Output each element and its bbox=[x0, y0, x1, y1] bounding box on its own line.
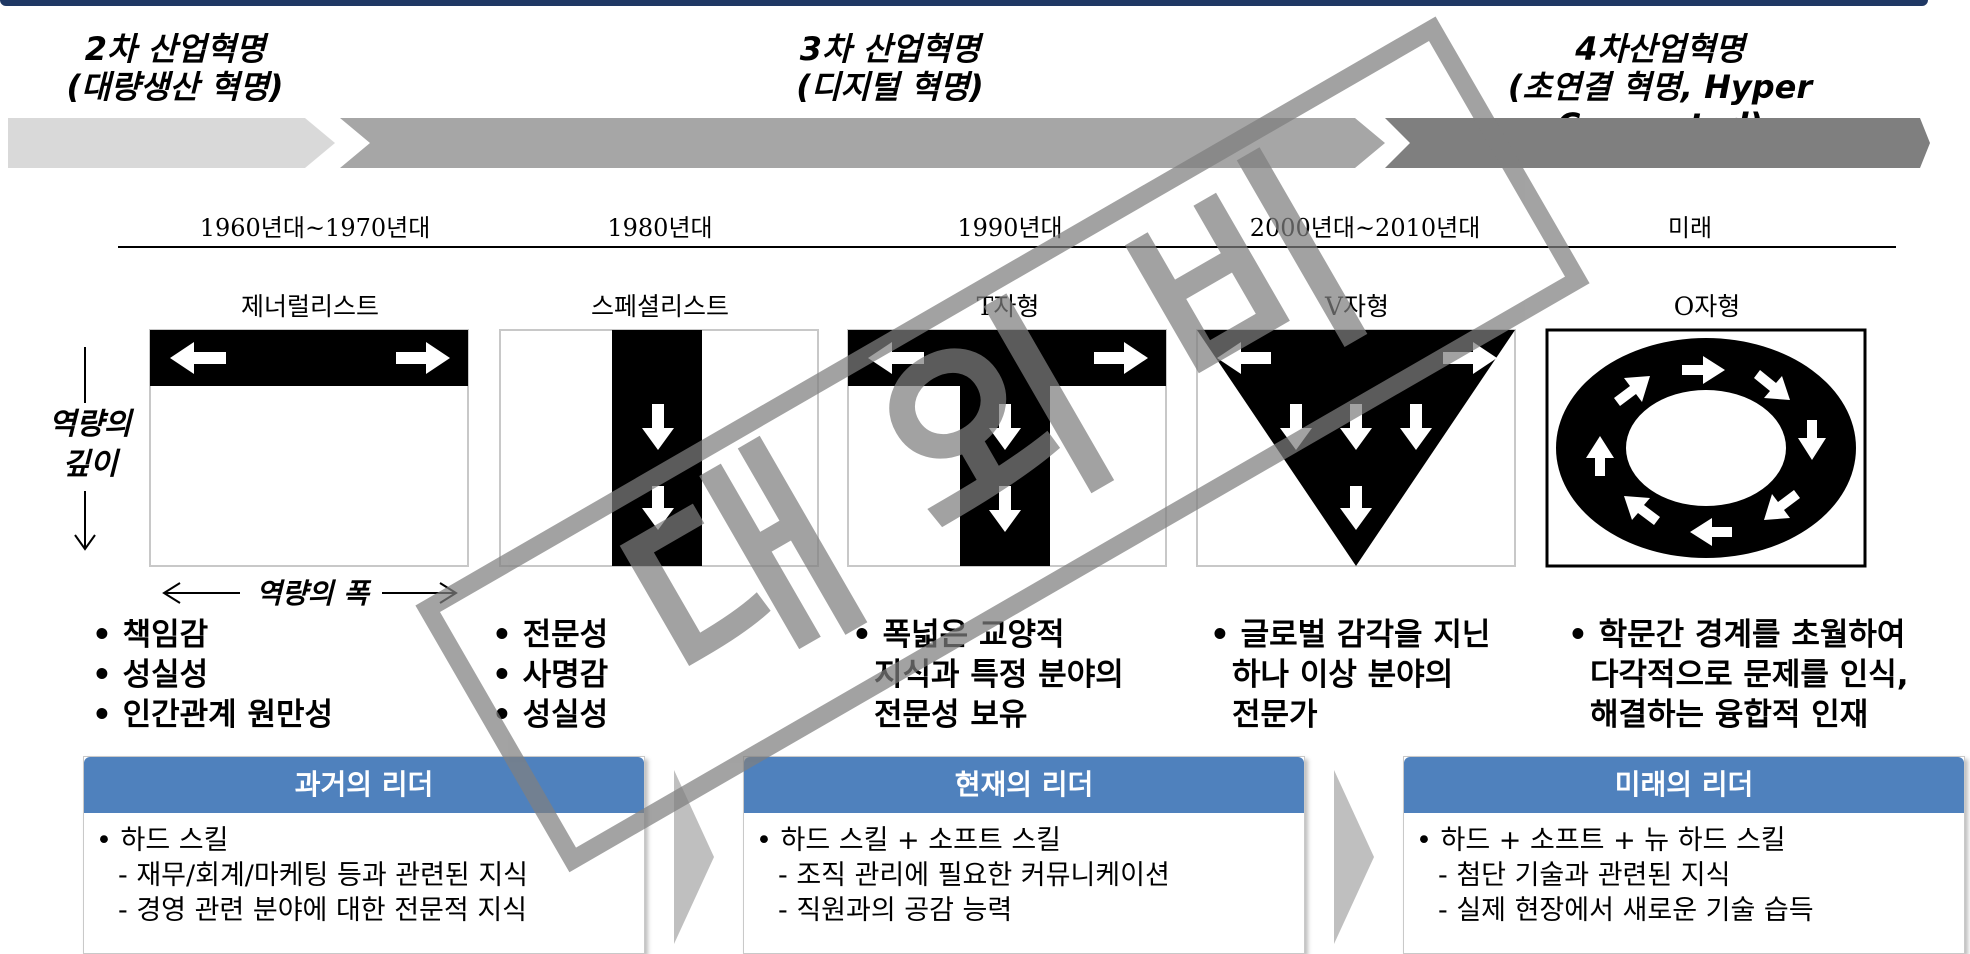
width-axis-label: 역량의 폭 bbox=[256, 577, 369, 610]
decade-label: 1980년대 bbox=[607, 214, 713, 242]
skill-line: - 직원과의 공감 능력 bbox=[778, 895, 1013, 926]
trait-item: • 글로벌 감각을 지닌 bbox=[1210, 617, 1491, 653]
shape-title-t-shaped: T자형 bbox=[976, 292, 1040, 321]
skill-line: - 실제 현장에서 새로운 기술 습득 bbox=[1438, 895, 1814, 926]
era-arrow-4th bbox=[1385, 118, 1930, 168]
traits-specialist: • 전문성 • 사명감 • 성실성 bbox=[492, 615, 608, 735]
trait-item: 전문성 보유 bbox=[874, 697, 1028, 733]
arrow-down-icon bbox=[989, 486, 1021, 532]
depth-axis-label: 역량의 깊이 bbox=[30, 405, 150, 485]
shape-title-v-shaped: V자형 bbox=[1324, 292, 1390, 321]
trait-item: 전문가 bbox=[1232, 697, 1318, 733]
era-arrow-2nd bbox=[8, 118, 335, 168]
trait-item: • 책임감 bbox=[92, 617, 209, 653]
skill-line: - 재무/회계/마케팅 등과 관련된 지식 bbox=[118, 860, 529, 891]
arrow-down-icon bbox=[642, 404, 674, 450]
trait-item: • 사명감 bbox=[492, 657, 609, 693]
skill-line: - 조직 관리에 필요한 커뮤니케이션 bbox=[778, 860, 1170, 891]
traits-generalist: • 책임감 • 성실성 • 인간관계 원만성 bbox=[92, 615, 333, 735]
depth-label-line1: 역량의 bbox=[48, 407, 132, 442]
arrow-down-icon bbox=[1400, 404, 1432, 450]
era-title-line1: 4차산업혁명 bbox=[1575, 30, 1745, 68]
generalist-diagram bbox=[149, 329, 469, 567]
decade-label: 1990년대 bbox=[957, 214, 1063, 242]
era-arrow-3rd bbox=[340, 118, 1385, 168]
decade-label: 미래 bbox=[1667, 214, 1713, 242]
skill-line: • 하드 + 소프트 + 뉴 하드 스킬 bbox=[1416, 825, 1786, 856]
skill-line: • 하드 스킬 bbox=[96, 825, 229, 856]
leader-skills: • 하드 스킬 + 소프트 스킬 - 조직 관리에 필요한 커뮤니케이션 - 직… bbox=[744, 813, 1304, 938]
leader-box-present: 현재의 리더 • 하드 스킬 + 소프트 스킬 - 조직 관리에 필요한 커뮤니… bbox=[743, 756, 1305, 954]
chevron-right-icon bbox=[674, 770, 714, 944]
trait-item: • 인간관계 원만성 bbox=[92, 697, 334, 733]
skill-line: - 경영 관련 분야에 대한 전문적 지식 bbox=[118, 895, 527, 926]
top-bar bbox=[0, 0, 1928, 6]
leader-skills: • 하드 + 소프트 + 뉴 하드 스킬 - 첨단 기술과 관련된 지식 - 실… bbox=[1404, 813, 1964, 938]
shape-title-specialist: 스페셜리스트 bbox=[590, 292, 729, 321]
circular-arrows-icon bbox=[1586, 356, 1826, 546]
trait-item: • 성실성 bbox=[92, 657, 209, 693]
shape-title-generalist: 제너럴리스트 bbox=[240, 292, 379, 321]
decade-label: 2000년대~2010년대 bbox=[1249, 214, 1481, 242]
era-title-2nd: 2차 산업혁명 (대량생산 혁명) bbox=[30, 30, 320, 106]
trait-item: 하나 이상 분야의 bbox=[1232, 657, 1454, 693]
leader-title: 미래의 리더 bbox=[1404, 757, 1964, 813]
arrow-down-icon bbox=[1340, 486, 1372, 530]
era-title-line1: 2차 산업혁명 bbox=[84, 30, 266, 68]
leader-title: 과거의 리더 bbox=[84, 757, 644, 813]
v-shaped-diagram bbox=[1196, 329, 1516, 567]
arrow-right-icon bbox=[396, 342, 450, 374]
era-title-3rd: 3차 산업혁명 (디지털 혁명) bbox=[740, 30, 1040, 106]
trait-item: • 전문성 bbox=[492, 617, 609, 653]
traits-o-shaped: • 학문간 경계를 초월하여 다각적으로 문제를 인식, 해결하는 융합적 인재 bbox=[1568, 615, 1909, 735]
arrow-down-icon bbox=[1340, 404, 1372, 450]
decade-label: 1960년대~1970년대 bbox=[199, 214, 431, 242]
leader-box-future: 미래의 리더 • 하드 + 소프트 + 뉴 하드 스킬 - 첨단 기술과 관련된… bbox=[1403, 756, 1965, 954]
chevron-right-icon bbox=[1334, 770, 1374, 944]
depth-label-line2: 깊이 bbox=[62, 447, 118, 482]
depth-axis-arrow bbox=[74, 347, 96, 551]
arrow-right-icon bbox=[1094, 342, 1148, 374]
traits-v-shaped: • 글로벌 감각을 지닌 하나 이상 분야의 전문가 bbox=[1210, 615, 1490, 735]
leader-box-past: 과거의 리더 • 하드 스킬 - 재무/회계/마케팅 등과 관련된 지식 - 경… bbox=[83, 756, 645, 954]
leader-title: 현재의 리더 bbox=[744, 757, 1304, 813]
era-title-line1: 3차 산업혁명 bbox=[799, 30, 981, 68]
skill-line: • 하드 스킬 + 소프트 스킬 bbox=[756, 825, 1062, 856]
competency-shapes bbox=[149, 328, 1867, 568]
arrow-down-icon bbox=[989, 404, 1021, 450]
trait-item: 다각적으로 문제를 인식, bbox=[1590, 657, 1909, 693]
watermark-text: 대 외 비 bbox=[585, 118, 1407, 747]
o-shaped-diagram bbox=[1545, 328, 1867, 568]
trait-item: • 학문간 경계를 초월하여 bbox=[1568, 617, 1906, 653]
skill-line: - 첨단 기술과 관련된 지식 bbox=[1438, 860, 1731, 891]
era-title-line2: (디지털 혁명) bbox=[796, 68, 984, 106]
arrow-left-icon bbox=[1217, 342, 1271, 374]
trait-item: 해결하는 융합적 인재 bbox=[1590, 697, 1869, 733]
shape-title-o-shaped: O자형 bbox=[1673, 292, 1741, 321]
leader-skills: • 하드 스킬 - 재무/회계/마케팅 등과 관련된 지식 - 경영 관련 분야… bbox=[84, 813, 644, 938]
era-arrows bbox=[8, 118, 1930, 168]
era-title-line2: (대량생산 혁명) bbox=[66, 68, 284, 106]
t-shaped-diagram bbox=[847, 329, 1167, 567]
arrow-right-icon bbox=[1443, 342, 1497, 374]
timeline-divider bbox=[118, 246, 1896, 248]
arrow-down-icon bbox=[642, 486, 674, 530]
arrow-left-icon bbox=[170, 342, 226, 374]
